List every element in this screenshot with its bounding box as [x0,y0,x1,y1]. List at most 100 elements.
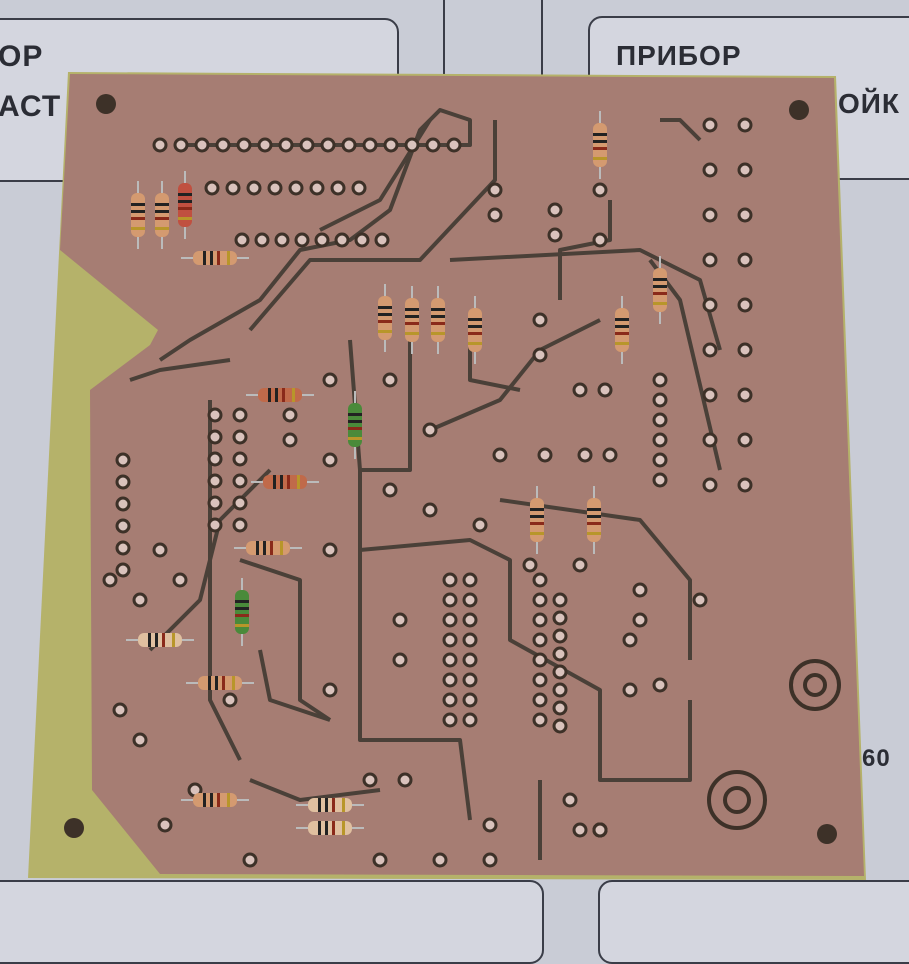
solder-pad [232,473,248,489]
solder-pad [592,182,608,198]
solder-pad [632,582,648,598]
solder-pad [115,562,131,578]
solder-pad [737,162,753,178]
solder-pad [462,592,478,608]
solder-pad [207,517,223,533]
solder-pad [157,817,173,833]
copper-trace [449,248,722,351]
resistor [235,578,249,646]
solder-pad [288,180,304,196]
solder-pad [442,612,458,628]
solder-pad [562,792,578,808]
solder-pad [246,180,262,196]
label-bottom-right: 60 [862,745,891,772]
solder-pad [652,472,668,488]
solder-pad [462,632,478,648]
solder-pad [425,137,441,153]
solder-pad [532,572,548,588]
resistor [587,486,601,554]
resistor [178,171,192,239]
label-top-right: ПРИБОР [616,40,742,71]
copper-trace [499,498,692,660]
solder-pad [392,652,408,668]
solder-pad [532,632,548,648]
solder-pad [652,432,668,448]
mounting-holes [64,94,837,844]
solder-pad [442,672,458,688]
solder-pad [278,137,294,153]
solder-pad [737,252,753,268]
background-divider [443,0,445,90]
solder-pad [487,182,503,198]
solder-pad [432,852,448,868]
solder-pad [207,451,223,467]
solder-pad [207,473,223,489]
solder-pads [102,117,753,868]
solder-pad [532,672,548,688]
solder-pad [572,557,588,573]
solder-pad [242,852,258,868]
copper-trace [239,558,332,722]
label-right: ОЙК [838,88,900,119]
solder-pad [374,232,390,248]
solder-pad [552,682,568,698]
solder-pad [702,252,718,268]
resistor [246,388,314,402]
solder-pad [552,646,568,662]
resistor [431,286,445,354]
solder-pad [737,117,753,133]
solder-pad [314,232,330,248]
solder-pad [482,817,498,833]
copper-trace [429,318,601,432]
solder-pad [652,392,668,408]
resistor [126,633,194,647]
copper-trace [248,120,497,332]
solder-pad [382,482,398,498]
resistor [296,798,364,812]
solder-pad [652,412,668,428]
resistor [615,296,629,364]
solder-pad [577,447,593,463]
solder-pad [194,137,210,153]
solder-pad [622,682,638,698]
solder-pad [362,772,378,788]
solder-pad [737,477,753,493]
solder-pad [472,517,488,533]
solder-pad [737,207,753,223]
solder-pad [652,677,668,693]
solder-pad [442,712,458,728]
large-pads [707,659,841,830]
solder-pad [532,612,548,628]
solder-pad [532,592,548,608]
solder-pad [299,137,315,153]
solder-pad [309,180,325,196]
solder-pad [702,297,718,313]
pcb-board [28,72,866,880]
solder-pad [442,592,458,608]
solder-pad [132,592,148,608]
solder-pad [592,232,608,248]
solder-pad [532,692,548,708]
solder-pad [282,432,298,448]
solder-pad [354,232,370,248]
solder-pad [225,180,241,196]
solder-pad [442,632,458,648]
copper-trace [359,538,692,782]
solder-pad [232,451,248,467]
solder-pad [282,407,298,423]
resistor [181,251,249,265]
solder-pad [552,628,568,644]
solder-pad [632,612,648,628]
solder-pad [462,612,478,628]
solder-pad [442,572,458,588]
solder-pad [334,232,350,248]
solder-pad [115,496,131,512]
solder-pad [257,137,273,153]
solder-pad [552,610,568,626]
solder-pad [462,652,478,668]
solder-pad [537,447,553,463]
resistor [468,296,482,364]
resistor [348,391,362,459]
solder-pad [152,137,168,153]
copper-trace [358,470,472,821]
